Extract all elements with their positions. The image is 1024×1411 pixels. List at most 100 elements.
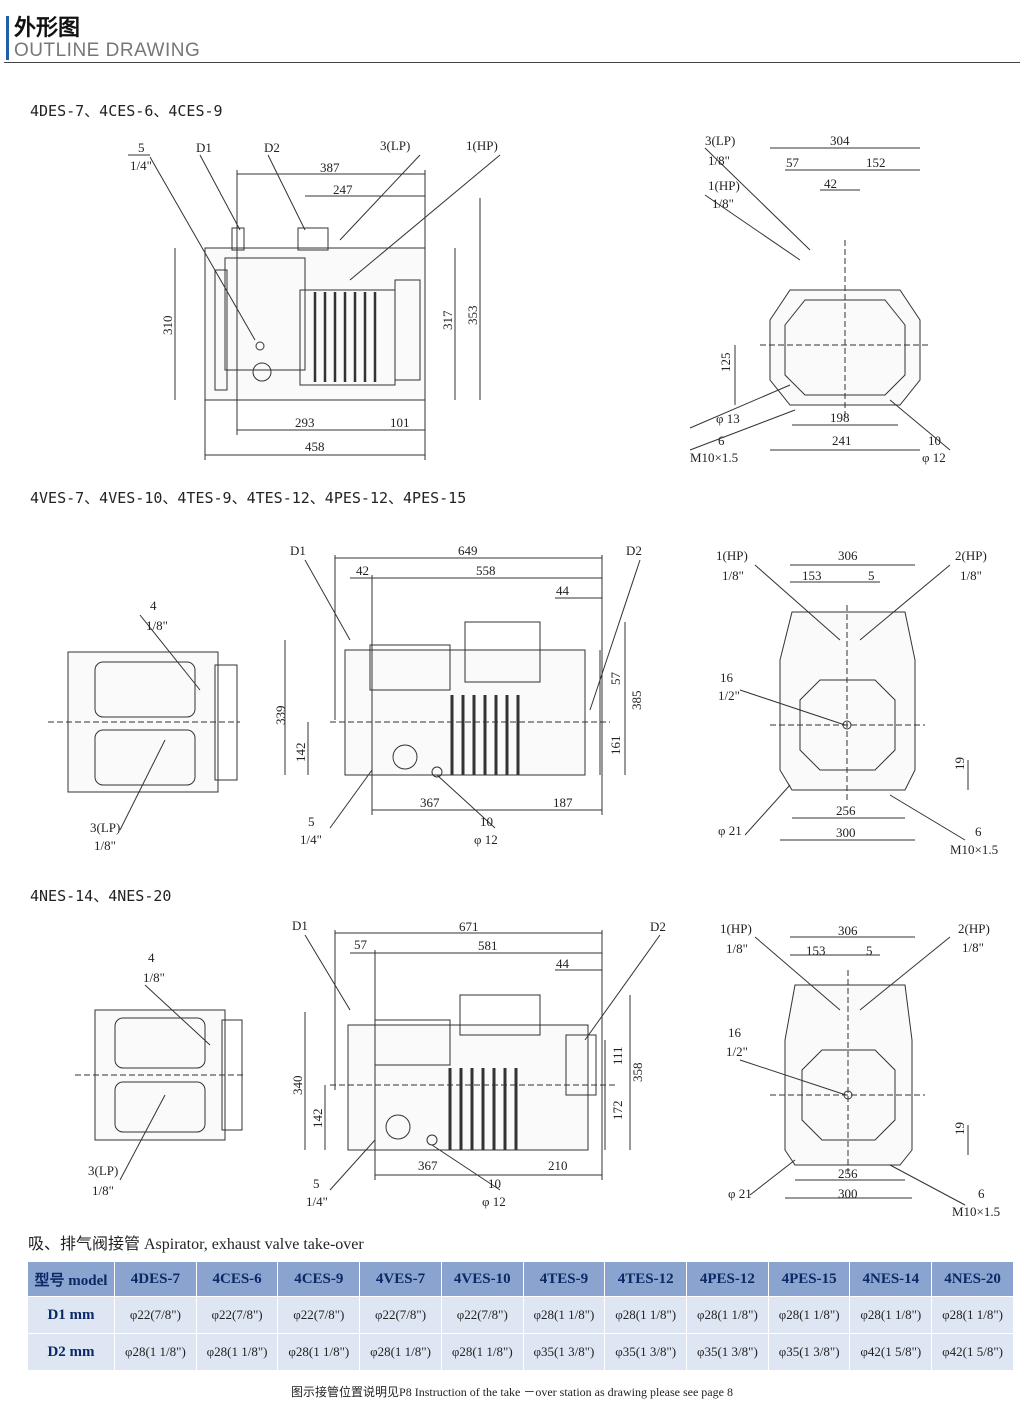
- dwg1s-label-3lp: 3(LP): [705, 133, 735, 148]
- dwg2-dim-42: 42: [356, 563, 369, 578]
- footnote: 图示接管位置说明见P8 Instruction of the take －ove…: [291, 1385, 733, 1399]
- table-cell: φ35(1 3/8"): [523, 1333, 606, 1370]
- dwg3s-dim-300: 300: [838, 1186, 858, 1201]
- table-header-cell: 4NES-20: [931, 1262, 1014, 1297]
- table-cell: φ22(7/8"): [196, 1296, 279, 1334]
- dwg1-dim-293: 293: [295, 415, 315, 430]
- dwg1-dim-353: 353: [465, 306, 480, 326]
- dwg2-dim-649: 649: [458, 543, 478, 558]
- dwg3s-label-1hp: 1(HP): [720, 921, 752, 936]
- dwg1-dim-387: 387: [320, 160, 340, 175]
- dwg3s-label-1-8a: 1/8": [726, 941, 748, 956]
- dwg2-dim-142: 142: [293, 743, 308, 763]
- dwg2s-dim-19: 19: [952, 757, 967, 770]
- dwg3s-label-m10: M10×1.5: [952, 1204, 1000, 1219]
- table-cell: φ35(1 3/8"): [768, 1333, 851, 1370]
- dwg2s-label-1-2: 1/2": [718, 688, 740, 703]
- dwg2-label-1-4: 1/4": [300, 832, 322, 847]
- dwg3t-label-1-8b: 1/8": [92, 1183, 114, 1198]
- dwg1s-label-m10: M10×1.5: [690, 450, 738, 465]
- dwg1s-dim-241: 241: [832, 433, 852, 448]
- table-header-cell: 4TES-12: [604, 1262, 688, 1297]
- table-row: D2 mm φ28(1 1/8") φ28(1 1/8") φ28(1 1/8"…: [28, 1333, 1014, 1370]
- table-header-cell: 4VES-10: [441, 1262, 524, 1297]
- dwg2s-dim-300: 300: [836, 825, 856, 840]
- dwg2t-label-4: 4: [150, 598, 157, 613]
- valve-takeover-table: 型号 model 4DES-7 4CES-6 4CES-9 4VES-7 4VE…: [28, 1262, 1014, 1370]
- table-row-label: D2 mm: [28, 1333, 115, 1370]
- dwg1s-dim-42: 42: [824, 176, 837, 191]
- dwg3-label-1-4: 1/4": [306, 1194, 328, 1209]
- table-cell: φ28(1 1/8"): [523, 1296, 606, 1334]
- table-header-cell: 4PES-12: [686, 1262, 769, 1297]
- cooling-fins-3: [448, 1068, 518, 1150]
- dwg3-dim-367: 367: [418, 1158, 438, 1173]
- dwg3-dim-671: 671: [459, 919, 479, 934]
- dwg2s-dim-306: 306: [838, 548, 858, 563]
- table-row: D1 mm φ22(7/8") φ22(7/8") φ22(7/8") φ22(…: [28, 1296, 1014, 1334]
- dwg3-label-5: 5: [313, 1176, 320, 1191]
- dwg1-dim-247: 247: [333, 182, 353, 197]
- page-title-en: OUTLINE DRAWING: [14, 40, 201, 61]
- dwg2-label-d2: D2: [626, 543, 642, 558]
- table-cell: φ22(7/8"): [277, 1296, 361, 1334]
- dwg1-label-d1: D1: [196, 140, 212, 155]
- table-cell: φ28(1 1/8"): [604, 1296, 688, 1334]
- dwg3s-label-16: 16: [728, 1025, 742, 1040]
- dwg2s-label-phi21: φ 21: [718, 823, 742, 838]
- dwg2s-dim-153: 153: [802, 568, 822, 583]
- table-cell: φ28(1 1/8"): [196, 1333, 279, 1370]
- dwg2s-label-1hp: 1(HP): [716, 548, 748, 563]
- dwg3-dim-358: 358: [630, 1063, 645, 1083]
- table-header-cell: 4VES-7: [359, 1262, 442, 1297]
- dwg3-dim-44: 44: [556, 956, 570, 971]
- dwg1s-label-6: 6: [718, 433, 725, 448]
- dwg1s-label-phi13: φ 13: [716, 411, 740, 426]
- dwg1s-label-1hp: 1(HP): [708, 178, 740, 193]
- dwg3-dim-172: 172: [610, 1101, 625, 1121]
- cooling-fins-2: [450, 695, 520, 775]
- dwg3s-dim-306: 306: [838, 923, 858, 938]
- dwg1-dim-101: 101: [390, 415, 410, 430]
- table-cell: φ28(1 1/8"): [441, 1333, 524, 1370]
- dwg2t-label-1-8b: 1/8": [94, 838, 116, 853]
- dwg2-dim-558: 558: [476, 563, 496, 578]
- dwg3s-label-6: 6: [978, 1186, 985, 1201]
- table-header-model: 型号 model: [28, 1262, 115, 1297]
- table-cell: φ28(1 1/8"): [768, 1296, 851, 1334]
- table-cell: φ28(1 1/8"): [849, 1296, 933, 1334]
- dwg3s-label-phi21: φ 21: [728, 1186, 752, 1201]
- dwg3-dim-340: 340: [290, 1076, 305, 1096]
- table-header-row: 型号 model 4DES-7 4CES-6 4CES-9 4VES-7 4VE…: [28, 1262, 1014, 1297]
- table-cell: φ35(1 3/8"): [604, 1333, 688, 1370]
- dwg2s-label-1-8a: 1/8": [722, 568, 744, 583]
- dwg1s-dim-57: 57: [786, 155, 800, 170]
- dwg3t-label-4: 4: [148, 950, 155, 965]
- dwg2-dim-339: 339: [273, 706, 288, 726]
- dwg1-label-1hp: 1(HP): [466, 138, 498, 153]
- dwg3-dim-210: 210: [548, 1158, 568, 1173]
- dwg3t-label-1-8a: 1/8": [143, 970, 165, 985]
- table-cell: φ28(1 1/8"): [277, 1333, 361, 1370]
- dwg2s-label-1-8b: 1/8": [960, 568, 982, 583]
- table-header-cell: 4CES-6: [196, 1262, 279, 1297]
- table-caption: 吸、排气阀接管 Aspirator, exhaust valve take-ov…: [28, 1236, 364, 1253]
- dwg3s-dim-256: 256: [838, 1166, 858, 1181]
- section-title-2: 4VES-7、4VES-10、4TES-9、4TES-12、4PES-12、4P…: [30, 489, 467, 507]
- dwg2s-dim-256: 256: [836, 803, 856, 818]
- dwg2-dim-161: 161: [608, 736, 623, 756]
- cooling-fins-1: [313, 292, 377, 382]
- table-cell: φ28(1 1/8"): [114, 1333, 197, 1370]
- table-cell: φ22(7/8"): [114, 1296, 197, 1334]
- dwg2s-dim-5: 5: [868, 568, 875, 583]
- table-cell: φ42(1 5/8"): [849, 1333, 933, 1370]
- dwg3s-dim-19: 19: [952, 1122, 967, 1135]
- dwg2s-label-6: 6: [975, 824, 982, 839]
- table-cell: φ35(1 3/8"): [686, 1333, 769, 1370]
- table-cell: φ28(1 1/8"): [931, 1296, 1014, 1334]
- table-cell: φ22(7/8"): [359, 1296, 442, 1334]
- dwg2s-label-2hp: 2(HP): [955, 548, 987, 563]
- dwg1-dim-310: 310: [160, 316, 175, 336]
